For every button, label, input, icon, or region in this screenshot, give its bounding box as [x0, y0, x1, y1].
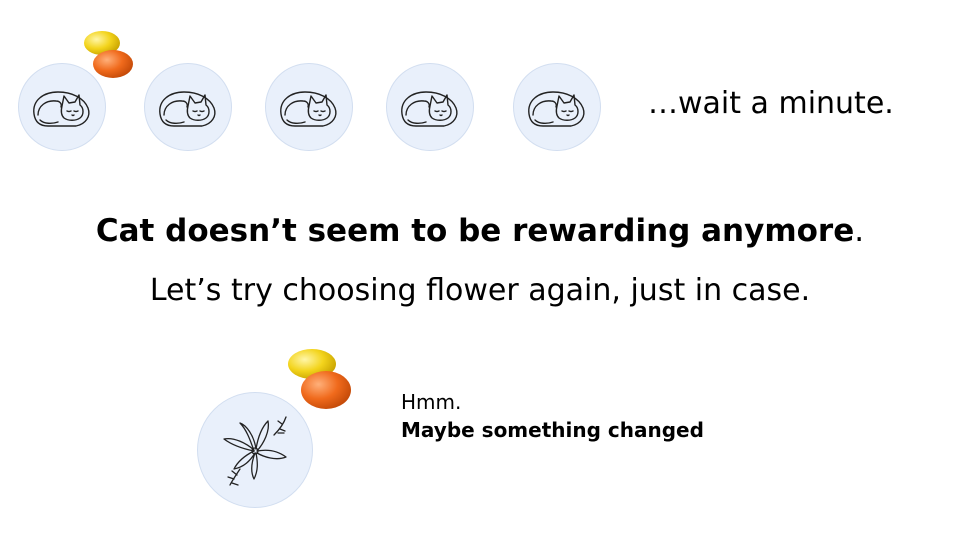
sleeping-cat-icon: [401, 91, 458, 127]
sleeping-cat-icon: [33, 91, 90, 127]
note-line-2: Maybe something changed: [401, 418, 704, 442]
note-line-1: Hmm.: [401, 390, 462, 414]
sleeping-cat-icon: [280, 91, 337, 127]
headline-bold: Cat doesn’t seem to be rewarding anymore: [95, 213, 855, 249]
subline: Let’s try choosing flower again, just in…: [149, 273, 811, 308]
flower-token[interactable]: [197, 392, 313, 508]
cat-token-4[interactable]: [386, 63, 474, 151]
candy-reward-icon: [84, 31, 133, 78]
cat-token-3[interactable]: [265, 63, 353, 151]
cat-token-2[interactable]: [144, 63, 232, 151]
orange-candy-icon: [301, 371, 351, 409]
candy-reward-icon: [288, 349, 351, 409]
flower-icon: [223, 416, 287, 486]
wait-a-minute-text: …wait a minute.: [648, 86, 894, 121]
sleeping-cat-icon: [528, 91, 585, 127]
note: Hmm. Maybe something changed: [401, 388, 704, 444]
orange-candy-icon: [93, 50, 133, 78]
cat-token-5[interactable]: [513, 63, 601, 151]
headline-period: .: [854, 213, 865, 249]
sleeping-cat-icon: [159, 91, 216, 127]
cat-token-1[interactable]: [18, 63, 106, 151]
headline: Cat doesn’t seem to be rewarding anymore…: [0, 213, 960, 249]
yellow-candy-icon: [84, 31, 120, 55]
